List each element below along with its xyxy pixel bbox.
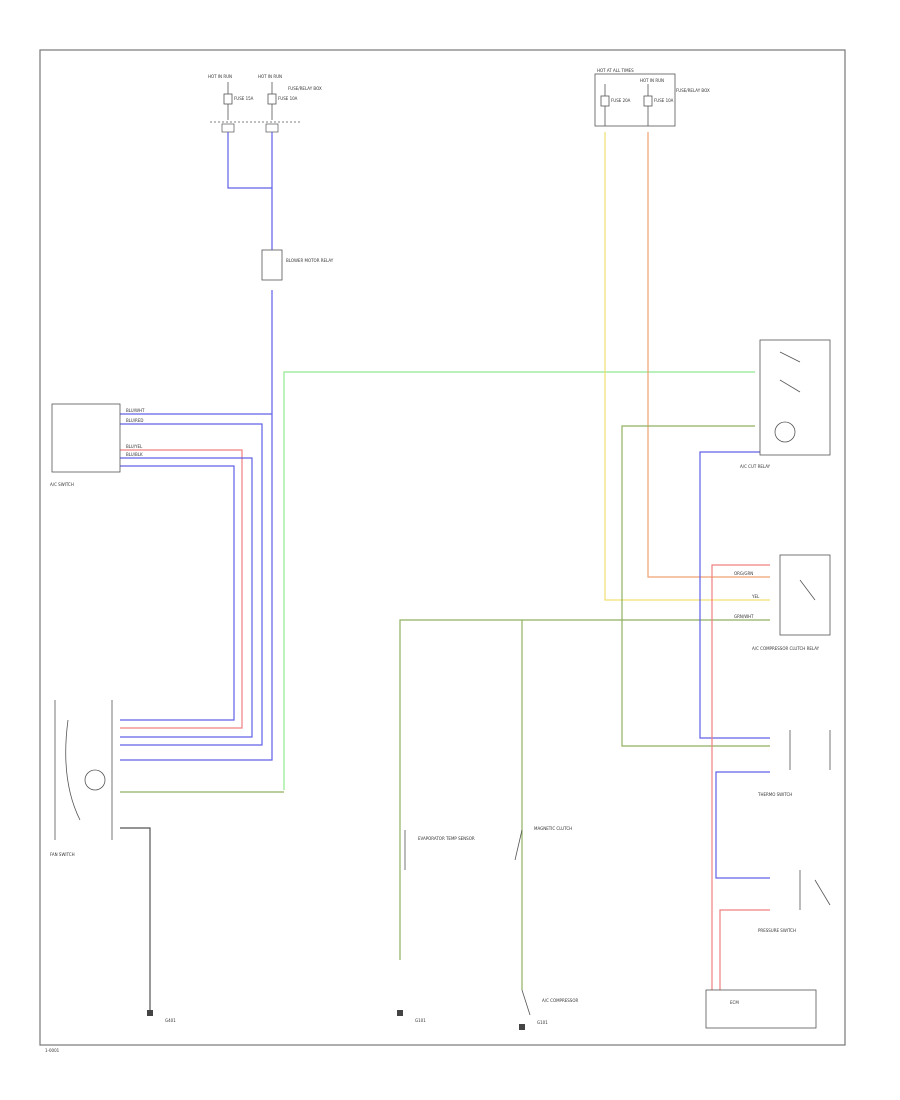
wire-blue-ac-3	[120, 457, 253, 738]
ac-switch: A/C SWITCH BLU/WHT BLU/RED BLU/YEL BLU/B…	[50, 403, 145, 487]
ac-compressor-label: A/C COMPRESSOR	[542, 998, 578, 1003]
ecm-box: ECM	[705, 989, 817, 1029]
fuse-right-f2: FUSE 10A	[654, 98, 674, 103]
wire-blue-ac-4	[120, 465, 235, 721]
grounds: G401 G101 G101	[147, 1010, 548, 1030]
pressure-switch-label: PRESSURE SWITCH	[758, 928, 796, 933]
blower-relay: BLOWER MOTOR RELAY	[261, 249, 334, 281]
fan-switch-label: FAN SWITCH	[50, 852, 75, 857]
ac-relay-label: A/C COMPRESSOR CLUTCH RELAY	[752, 646, 820, 651]
wire-blue-ac-2	[120, 423, 263, 746]
fuse-right-hot2: HOT IN RUN	[640, 78, 664, 83]
fuse-left-f2: FUSE 10A	[278, 96, 298, 101]
blower-relay-label: BLOWER MOTOR RELAY	[286, 258, 334, 263]
wire-label-org: ORG/GRN	[734, 571, 753, 576]
thermo-switch-label: THERMO SWITCH	[757, 792, 792, 797]
mag-clutch-label: MAGNETIC CLUTCH	[534, 826, 572, 831]
fuse-right-f1: FUSE 20A	[611, 98, 631, 103]
ac-compressor: A/C COMPRESSOR	[521, 989, 578, 1016]
ground-label-3: G101	[537, 1020, 548, 1025]
wire-red-right	[711, 564, 770, 990]
wire-green-top	[283, 371, 755, 790]
temp-sensor: EVAPORATOR TEMP SENSOR	[404, 830, 475, 870]
wire-blue-right	[699, 451, 770, 739]
fuse-left-panel: FUSE/RELAY BOX	[288, 86, 322, 91]
fuse-panel-left: HOT IN RUN HOT IN RUN FUSE 15A FUSE 10A …	[208, 74, 322, 133]
wire-label-blu1: BLU/WHT	[126, 408, 145, 413]
ac-relay: A/C COMPRESSOR CLUTCH RELAY ORG/GRN YEL …	[734, 554, 831, 651]
wires	[120, 132, 770, 1010]
mag-clutch: MAGNETIC CLUTCH	[514, 826, 572, 861]
wire-yellow	[604, 132, 770, 601]
wire-label-blu2: BLU/RED	[126, 418, 143, 423]
wire-blue-feed	[227, 132, 272, 189]
wire-label-yel: YEL	[751, 594, 760, 599]
ground-label-2: G101	[415, 1018, 426, 1023]
wire-blue-pressure	[715, 771, 770, 879]
pressure-switch: PRESSURE SWITCH	[758, 870, 831, 933]
fan-switch: FAN SWITCH	[50, 700, 113, 857]
wire-orange	[647, 132, 770, 578]
wire-green-relay	[621, 425, 770, 747]
diagram-frame	[39, 49, 846, 1046]
fuse-right-panel: FUSE/RELAY BOX	[676, 88, 710, 93]
ac-cut-relay: A/C CUT RELAY	[740, 339, 831, 469]
fuse-panel-right: HOT AT ALL TIMES HOT IN RUN FUSE 20A FUS…	[594, 68, 710, 127]
fuse-left-f1: FUSE 15A	[234, 96, 254, 101]
wire-label-grn: GRN/WHT	[734, 614, 754, 619]
fuse-right-hot1: HOT AT ALL TIMES	[597, 68, 634, 73]
ground-label-1: G401	[165, 1018, 176, 1023]
thermo-switch: THERMO SWITCH	[757, 730, 831, 797]
temp-sensor-label: EVAPORATOR TEMP SENSOR	[418, 836, 475, 841]
fuse-left-hot2: HOT IN RUN	[258, 74, 282, 79]
wire-label-blk: BLU/BLK	[126, 452, 143, 457]
wire-label-red: BLU/YEL	[126, 444, 143, 449]
fuse-left-hot1: HOT IN RUN	[208, 74, 232, 79]
wire-blue-fan-main	[120, 414, 273, 761]
wire-red-ac	[120, 449, 243, 729]
wire-black-fan-ground	[120, 827, 151, 1010]
page-code: 1-0001	[45, 1048, 60, 1053]
ac-switch-label: A/C SWITCH	[50, 482, 74, 487]
ac-cut-relay-label: A/C CUT RELAY	[740, 464, 771, 469]
wire-red-pressure	[719, 909, 770, 990]
ecm-label: ECM	[730, 1000, 739, 1005]
wire-green-mid	[399, 619, 770, 960]
